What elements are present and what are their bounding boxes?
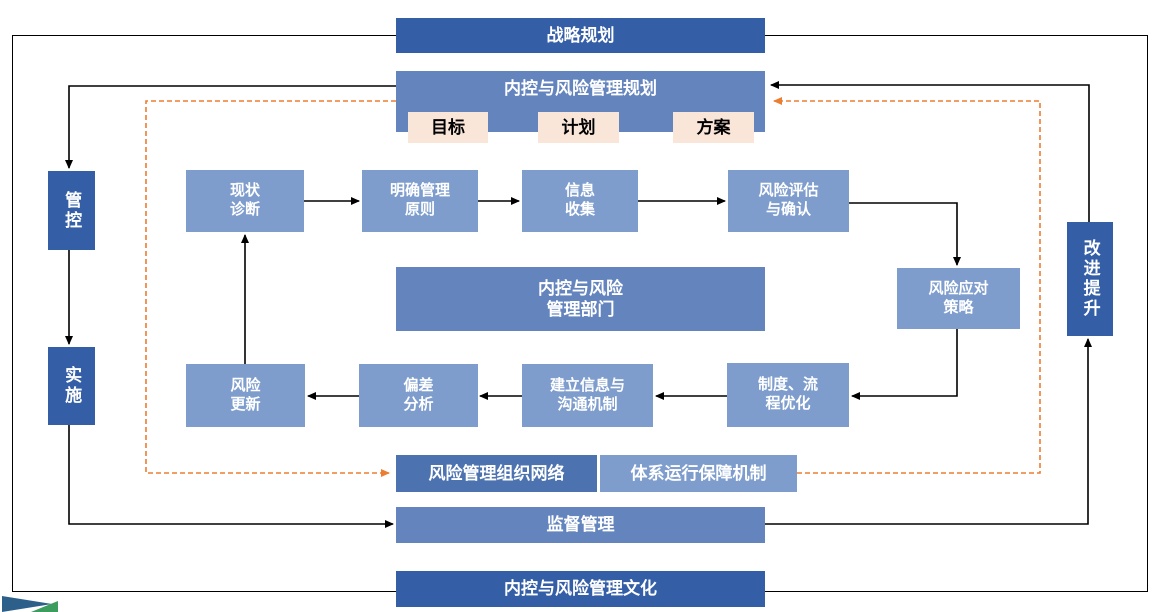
deviation-analysis-box: 偏差 分析 — [359, 364, 478, 427]
tag-plan-box: 计划 — [538, 112, 619, 143]
line-planning-to-control — [65, 85, 396, 169]
line-improve-to-planning — [770, 81, 1090, 222]
risk-response-strategy-box: 风险应对 策略 — [897, 268, 1020, 329]
logo-triangle-green-icon — [31, 601, 58, 612]
dashed-mechanism-to-planning — [773, 97, 1041, 474]
line-supervision-to-improve — [765, 338, 1092, 525]
dashed-planning-to-network — [145, 100, 396, 477]
system-guarantee-mechanism-box: 体系运行保障机制 — [600, 455, 797, 492]
ic-risk-culture-box: 内控与风险管理文化 — [396, 571, 765, 607]
process-optimization-box: 制度、流 程优化 — [727, 363, 849, 427]
strategic-planning-box: 战略规划 — [396, 18, 765, 53]
line-implement-to-supervision — [68, 425, 394, 528]
status-diagnosis-box: 现状 诊断 — [186, 170, 304, 232]
risk-assessment-box: 风险评估 与确认 — [728, 170, 849, 232]
tag-goal-box: 目标 — [408, 112, 488, 143]
tag-scheme-box: 方案 — [673, 112, 754, 143]
supervision-management-box: 监督管理 — [396, 507, 765, 543]
control-box: 管控 — [48, 171, 95, 250]
risk-update-box: 风险 更新 — [186, 364, 305, 427]
management-principles-box: 明确管理 原则 — [362, 170, 478, 232]
communication-mechanism-box: 建立信息与 沟通机制 — [522, 364, 653, 427]
line-response-to-optimization — [851, 329, 958, 400]
line-assessment-to-response — [849, 202, 961, 266]
information-collection-box: 信息 收集 — [522, 170, 638, 232]
risk-organization-network-box: 风险管理组织网络 — [396, 455, 597, 492]
improve-box: 改进提升 — [1067, 222, 1113, 336]
ic-risk-department-box: 内控与风险 管理部门 — [396, 267, 765, 331]
implement-box: 实施 — [48, 347, 95, 425]
